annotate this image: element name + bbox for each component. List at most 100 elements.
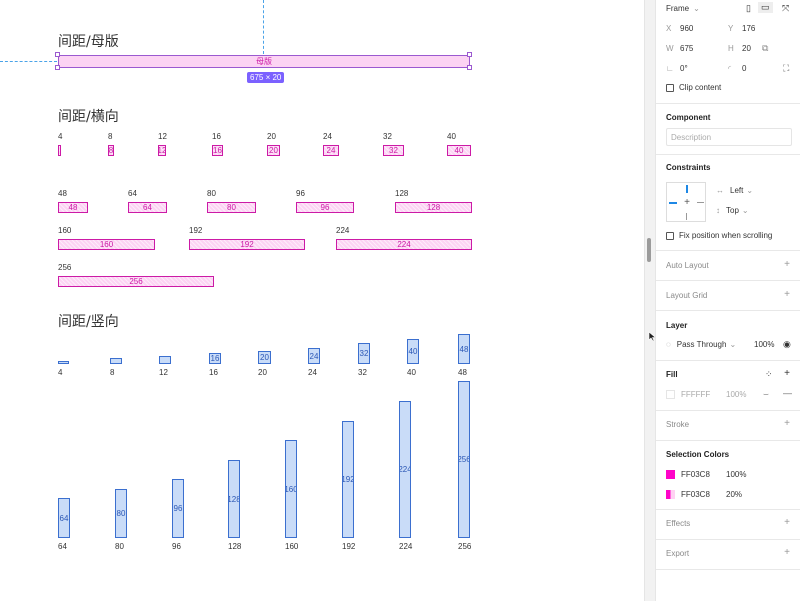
design-canvas[interactable]: 间距/母版 母版 675 × 20 间距/横向 4 8 8 12 12 16 1… [0, 0, 644, 601]
constraint-right-line[interactable] [697, 202, 704, 203]
blend-mode-dropdown[interactable]: ◌ Pass Through ⌄ [666, 340, 792, 349]
selection-color-hex[interactable]: FF03C8 [681, 490, 710, 499]
spacing-bar-v[interactable]: 192 [342, 421, 354, 538]
selection-color-hex[interactable]: FF03C8 [681, 470, 710, 479]
tick-label: 8 [108, 132, 113, 141]
tick-label: 40 [407, 368, 416, 377]
spacing-bar-h[interactable]: 12 [158, 145, 166, 156]
resize-to-fit-icon[interactable]: ⤧ [782, 3, 790, 13]
clip-content-row[interactable]: Clip content [666, 83, 792, 92]
spacing-bar-h[interactable]: 192 [189, 239, 305, 250]
resize-handle-bl[interactable] [55, 65, 60, 70]
spacing-bar-h[interactable]: 96 [296, 202, 354, 213]
spacing-bar-v[interactable] [58, 361, 69, 364]
selection-color-opacity[interactable]: 20% [726, 490, 743, 499]
resize-handle-tl[interactable] [55, 52, 60, 57]
spacing-bar-v[interactable]: 16 [209, 353, 221, 364]
add-fill-icon[interactable]: + [784, 368, 790, 379]
constrain-proportions-icon[interactable]: ⧉ [762, 43, 769, 53]
rotation-field[interactable]: 0° [680, 64, 688, 73]
spacing-bar-v[interactable]: 48 [458, 334, 470, 364]
selection-color-opacity[interactable]: 100% [726, 470, 747, 479]
spacing-bar-v[interactable]: 40 [407, 339, 419, 364]
eye-icon[interactable]: ◉ [783, 339, 791, 349]
visibility-hidden-icon[interactable]: ⌣ [763, 389, 769, 399]
selection-color-swatch[interactable] [666, 470, 675, 479]
x-field[interactable]: 960 [680, 24, 694, 33]
independent-corners-icon[interactable]: ⛶ [783, 63, 790, 73]
spacing-bar-v[interactable]: 256 [458, 381, 470, 538]
h-label: H [728, 44, 734, 53]
spacing-bar-h[interactable]: 80 [207, 202, 256, 213]
spacing-bar-v[interactable]: 96 [172, 479, 184, 538]
spacing-bar-v[interactable]: 128 [228, 460, 240, 538]
spacing-bar-h[interactable] [58, 145, 61, 156]
add-effect-icon[interactable]: + [784, 517, 790, 528]
spacing-bar-h[interactable]: 8 [108, 145, 114, 156]
add-layout-grid-icon[interactable]: + [784, 289, 790, 300]
description-input[interactable] [666, 128, 792, 146]
spacing-bar-v[interactable]: 24 [308, 348, 320, 364]
fix-scroll-checkbox[interactable] [666, 231, 674, 240]
clip-content-checkbox[interactable] [666, 83, 674, 92]
tick-label: 48 [458, 368, 467, 377]
fill-hex[interactable]: FFFFFF [681, 390, 711, 399]
fill-opacity[interactable]: 100% [726, 390, 747, 399]
remove-fill-icon[interactable]: — [783, 388, 792, 398]
fill-swatch[interactable] [666, 390, 675, 399]
divider [656, 310, 800, 311]
radius-field[interactable]: 0 [742, 64, 747, 73]
spacing-bar-v[interactable]: 160 [285, 440, 297, 538]
add-export-icon[interactable]: + [784, 547, 790, 558]
spacing-bar-h[interactable]: 160 [58, 239, 155, 250]
spacing-bar-h[interactable]: 20 [267, 145, 280, 156]
w-field[interactable]: 675 [680, 44, 694, 53]
selection-color-swatch[interactable] [666, 490, 675, 499]
constraint-left-line[interactable] [669, 202, 677, 204]
constraint-horizontal-dropdown[interactable]: ↔ Left ⌄ [716, 186, 792, 195]
layer-opacity-field[interactable]: 100% [754, 340, 775, 349]
selection-color-row[interactable]: FF03C8 20% [666, 490, 792, 499]
portrait-icon[interactable]: ▯ [746, 3, 751, 13]
constraint-widget[interactable]: + [666, 182, 706, 222]
h-field[interactable]: 20 [742, 44, 751, 53]
resize-handle-tr[interactable] [467, 52, 472, 57]
spacing-bar-v[interactable] [110, 358, 122, 364]
blend-mode-icon: ◌ [666, 340, 671, 349]
spacing-bar-v[interactable]: 20 [258, 351, 271, 364]
spacing-bar-v[interactable] [159, 356, 171, 364]
spacing-bar-h[interactable]: 16 [212, 145, 223, 156]
spacing-bar-h[interactable]: 32 [383, 145, 404, 156]
spacing-bar-v[interactable]: 224 [399, 401, 411, 538]
spacing-bar-h[interactable]: 48 [58, 202, 88, 213]
y-field[interactable]: 176 [742, 24, 756, 33]
add-stroke-icon[interactable]: + [784, 418, 790, 429]
blend-mode-value: Pass Through [676, 340, 727, 349]
divider [656, 569, 800, 570]
spacing-bar-h[interactable]: 64 [128, 202, 167, 213]
constraint-bottom-line[interactable] [686, 213, 687, 220]
resize-handle-br[interactable] [467, 65, 472, 70]
fix-scroll-row[interactable]: Fix position when scrolling [666, 231, 792, 240]
tick-label: 96 [172, 542, 181, 551]
landscape-icon[interactable]: ▭ [758, 2, 773, 13]
spacing-bar-h[interactable]: 224 [336, 239, 472, 250]
spacing-bar-h[interactable]: 256 [58, 276, 214, 287]
scrollbar-thumb[interactable] [647, 238, 651, 262]
spacing-bar-h[interactable]: 24 [323, 145, 339, 156]
spacing-bar-v[interactable]: 80 [115, 489, 127, 538]
fill-row[interactable]: FFFFFF 100% [666, 390, 792, 399]
spacing-bar-h[interactable]: 40 [447, 145, 471, 156]
constraint-top-line[interactable] [686, 185, 688, 193]
spacing-bar-h[interactable]: 128 [395, 202, 472, 213]
selection-color-row[interactable]: FF03C8 100% [666, 470, 792, 479]
canvas-scrollbar[interactable] [644, 0, 655, 601]
divider [656, 154, 800, 155]
master-frame[interactable]: 母版 [58, 55, 470, 68]
style-grid-icon[interactable]: ⁘ [765, 369, 773, 379]
add-auto-layout-icon[interactable]: + [784, 259, 790, 270]
frame-type-selector[interactable]: Frame ⌄ [666, 4, 792, 13]
spacing-bar-v[interactable]: 32 [358, 343, 370, 364]
spacing-bar-v[interactable]: 64 [58, 498, 70, 538]
constraint-vertical-dropdown[interactable]: ↕ Top ⌄ [716, 206, 792, 215]
